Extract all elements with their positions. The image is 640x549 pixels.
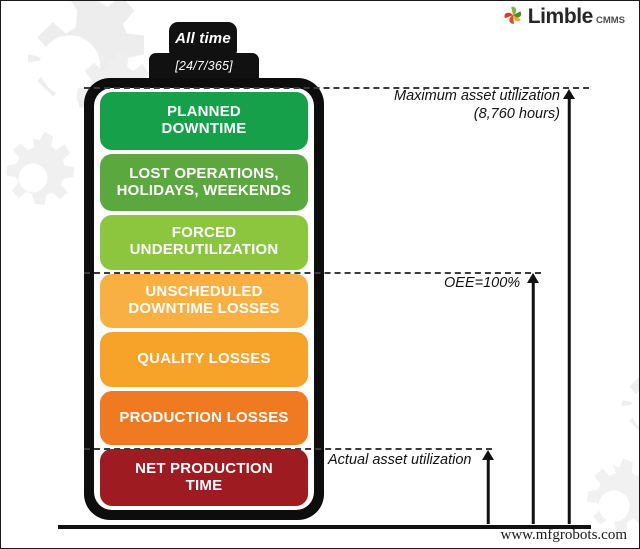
battery-block-label: UNDERUTILIZATION <box>129 241 279 259</box>
limble-cmms-logo: Limble CMMS <box>502 5 625 27</box>
battery-cap-bottom: [24/7/365] <box>149 53 259 79</box>
logo-wordmark: Limble <box>527 4 594 28</box>
actual-utilization-line <box>84 448 492 450</box>
battery-block: LOST OPERATIONS,HOLIDAYS, WEEKENDS <box>100 154 308 211</box>
baseline-axis <box>58 525 591 529</box>
oee-label: OEE=100% <box>444 275 521 291</box>
maximum-utilization-line <box>84 87 589 89</box>
gear-icon <box>622 377 639 431</box>
battery-block: QUALITY LOSSES <box>100 332 308 387</box>
battery-block-label: DOWNTIME <box>161 120 247 138</box>
battery-block-label: PLANNED <box>167 103 241 121</box>
source-watermark: www.mfgrobots.com <box>500 527 627 543</box>
battery-block-label: LOST OPERATIONS, <box>129 164 279 182</box>
oee-line <box>84 272 541 274</box>
all-time-label: All time <box>175 30 231 47</box>
gear-icon <box>6 131 75 205</box>
limble-pinwheel-icon <box>502 5 524 27</box>
battery-block-label: PRODUCTION LOSSES <box>119 408 289 426</box>
maximum-asset-utilization-label: Maximum asset utilization (8,760 hours) <box>394 88 560 123</box>
battery-block-label: DOWNTIME LOSSES <box>128 299 280 317</box>
battery-block-label: TIME <box>185 476 223 494</box>
battery-block-label: QUALITY LOSSES <box>137 350 271 368</box>
battery-block-label: UNSCHEDULED <box>145 283 263 301</box>
battery-block: PRODUCTION LOSSES <box>100 390 308 446</box>
schedule-label: [24/7/365] <box>175 59 233 73</box>
battery-block-label: FORCED <box>171 224 237 242</box>
battery-block-label: NET PRODUCTION <box>135 459 273 477</box>
battery-block-label: HOLIDAYS, WEEKENDS <box>116 181 292 199</box>
battery-cap-top: All time <box>169 22 237 55</box>
actual-asset-utilization-label: Actual asset utilization <box>328 452 472 468</box>
logo-suffix: CMMS <box>595 14 625 26</box>
